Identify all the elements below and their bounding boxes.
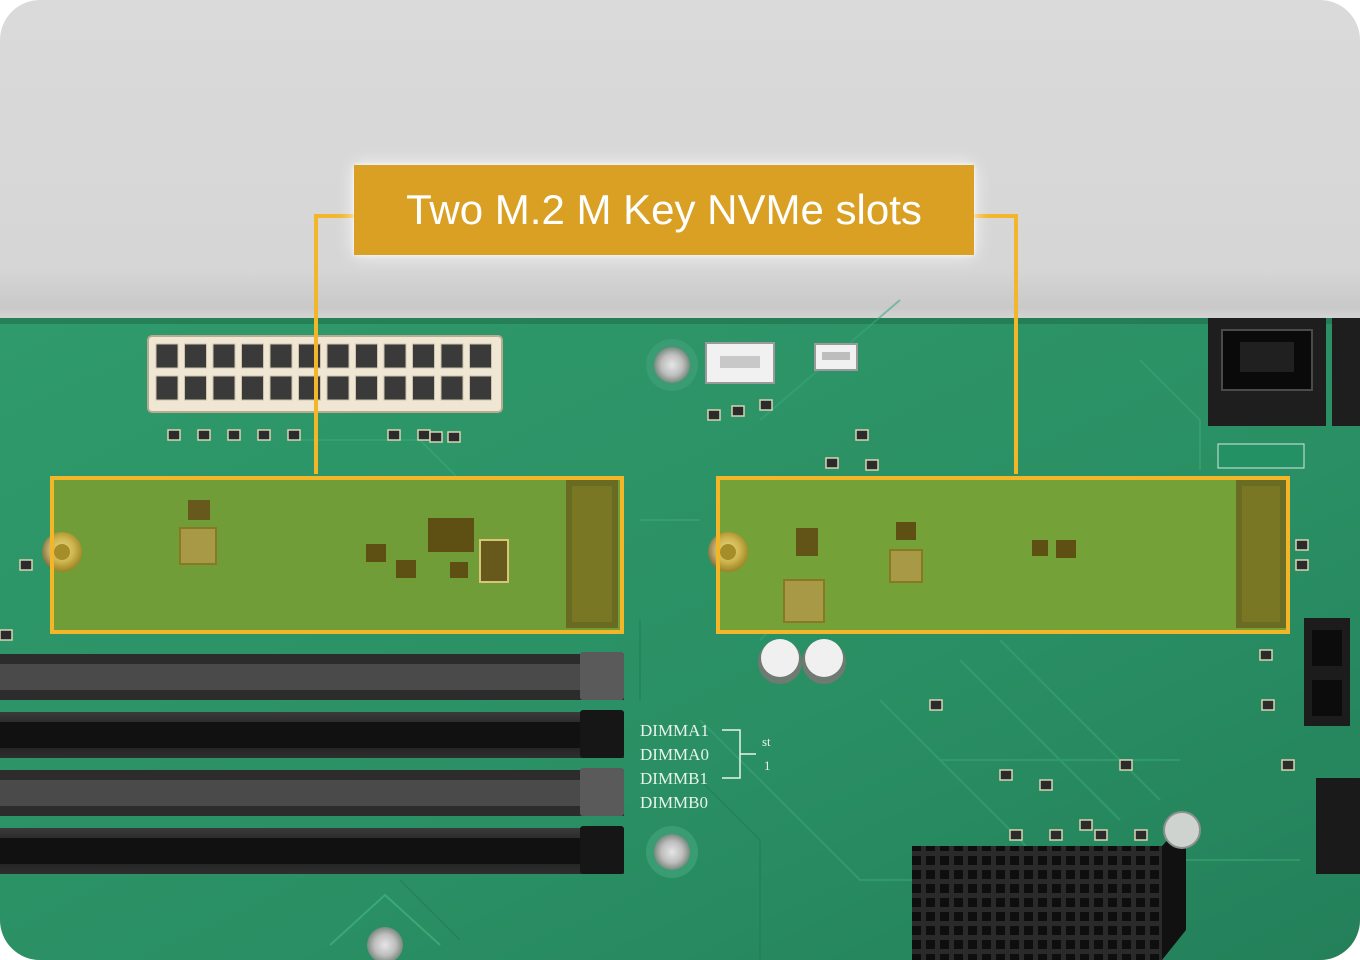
connector-pin	[241, 343, 264, 369]
connector-pin	[212, 343, 236, 369]
smd-part	[429, 431, 443, 443]
m2-slot-2	[708, 478, 1288, 632]
smd-part	[287, 429, 301, 441]
connector-pin	[326, 375, 350, 401]
callout-label: Two M.2 M Key NVMe slots	[354, 165, 974, 255]
smd-part	[1009, 829, 1023, 841]
leader-line-left	[314, 214, 354, 474]
dimm-side-label-st: st	[762, 734, 771, 749]
smd-part	[1094, 829, 1108, 841]
dimm-side-label-1: 1	[764, 758, 771, 773]
m2-slot-2-highlight	[716, 476, 1290, 634]
smd-part	[387, 429, 401, 441]
smd-part	[1261, 699, 1275, 711]
smd-part	[707, 409, 721, 421]
chipset-heatsink	[912, 811, 1201, 960]
connector-pin	[469, 375, 492, 401]
smd-part	[227, 429, 241, 441]
mount-hole	[646, 339, 698, 391]
connector-pin	[355, 343, 378, 369]
m2-slot-1	[42, 478, 622, 632]
connector-pin	[469, 343, 492, 369]
connector-pin	[412, 375, 435, 401]
atx-power-connector	[147, 335, 503, 413]
smd-part	[1281, 759, 1295, 771]
smd-part	[929, 699, 943, 711]
smd-part	[1119, 759, 1133, 771]
connector-pin	[412, 343, 435, 369]
smd-part	[731, 405, 745, 417]
connector-pin	[440, 343, 464, 369]
sata-connector	[1208, 318, 1326, 426]
connector-pin	[383, 375, 407, 401]
smd-part	[19, 559, 33, 571]
smd-part	[1295, 559, 1309, 571]
smd-part	[1295, 539, 1309, 551]
smd-part	[855, 429, 869, 441]
smd-part	[1049, 829, 1063, 841]
connector-pin	[241, 375, 264, 401]
smd-part	[1039, 779, 1053, 791]
smd-part	[759, 399, 773, 411]
mount-hole	[646, 826, 698, 878]
connector-pin	[212, 375, 236, 401]
connector-pin	[155, 375, 179, 401]
smd-part	[417, 429, 431, 441]
connector-pin	[184, 343, 207, 369]
smd-part	[257, 429, 271, 441]
connector-pin	[269, 375, 293, 401]
connector-pin	[383, 343, 407, 369]
leader-line-right	[974, 214, 1018, 474]
smd-part	[0, 629, 13, 641]
dimm-slots	[0, 652, 624, 874]
smd-part	[999, 769, 1013, 781]
smd-part	[825, 457, 839, 469]
capacitors	[758, 639, 846, 684]
dimm-label-b0: DIMMB0	[640, 793, 708, 812]
dimm-label-a0: DIMMA0	[640, 745, 709, 764]
dimm-label-a1: DIMMA1	[640, 721, 709, 740]
connector-pin	[269, 343, 293, 369]
smd-part	[865, 459, 879, 471]
connector-pin	[184, 375, 207, 401]
connector-pin	[155, 343, 179, 369]
smd-part	[167, 429, 181, 441]
smd-components	[0, 399, 1309, 841]
connector-pin	[326, 343, 350, 369]
smd-part	[197, 429, 211, 441]
smd-part	[1134, 829, 1148, 841]
connector-pin	[440, 375, 464, 401]
m2-slot-1-highlight	[50, 476, 624, 634]
smd-part	[447, 431, 461, 443]
smd-part	[1079, 819, 1093, 831]
dimm-label-b1: DIMMB1	[640, 769, 708, 788]
ic-chip	[1316, 778, 1360, 874]
connector-pin	[355, 375, 378, 401]
smd-part	[1259, 649, 1273, 661]
